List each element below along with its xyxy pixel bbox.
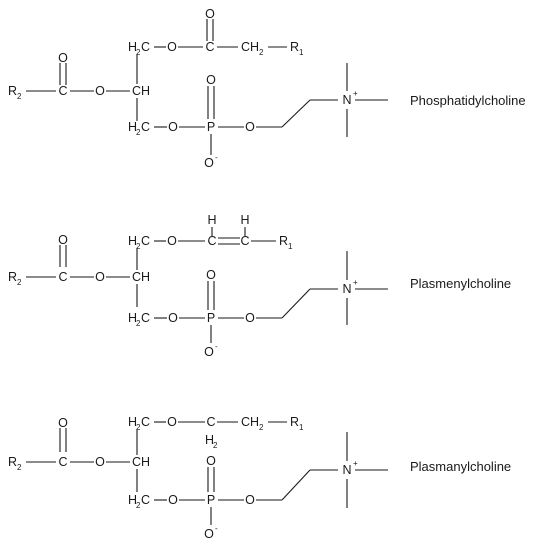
- atom-charge: -: [215, 342, 218, 351]
- atom-h: H: [128, 40, 137, 54]
- atom-r: R: [8, 84, 17, 98]
- atom-charge: +: [353, 278, 358, 287]
- atom-h: H: [128, 311, 137, 325]
- atom-c: C: [240, 234, 249, 248]
- atom-c: C: [58, 84, 67, 98]
- atom-charge: -: [215, 524, 218, 533]
- compound-name: Phosphatidylcholine: [410, 93, 526, 108]
- atom-c: C: [141, 40, 150, 54]
- atom-sub: 2: [136, 423, 141, 432]
- atom-o: O: [168, 311, 178, 325]
- atom-r: R: [8, 270, 17, 284]
- atom-charge: +: [353, 459, 358, 468]
- atom-sub: 1: [288, 242, 293, 251]
- atom-h: H: [205, 433, 214, 447]
- atom-ch: CH: [241, 415, 259, 429]
- bonds: [26, 227, 388, 343]
- bonds: [26, 421, 388, 525]
- atom-c: C: [141, 120, 150, 134]
- structure-plasmanylcholine: H 2 C O C CH 2 R 1 H 2 O R 2 C O CH O H …: [8, 415, 511, 541]
- atom-o: O: [58, 416, 68, 430]
- atom-charge: +: [353, 89, 358, 98]
- atom-p: P: [207, 120, 215, 134]
- atom-o: O: [168, 120, 178, 134]
- atom-sub: 2: [136, 319, 141, 328]
- atom-c: C: [141, 311, 150, 325]
- atom-n: N: [342, 282, 351, 296]
- atom-sub: 2: [136, 48, 141, 57]
- atom-ch: CH: [132, 455, 150, 469]
- atom-c: C: [141, 415, 150, 429]
- atom-o: O: [204, 527, 214, 541]
- atom-p: P: [207, 493, 215, 507]
- atom-sub: 2: [17, 92, 22, 101]
- atom-sub: 2: [136, 242, 141, 251]
- atom-labels: H 2 C O C CH 2 R 1 H 2 O R 2 C O CH O H …: [8, 415, 358, 541]
- atom-sub: 2: [136, 128, 141, 137]
- atom-o: O: [206, 268, 216, 282]
- atom-o: O: [206, 73, 216, 87]
- atom-o: O: [58, 233, 68, 247]
- atom-sub: 2: [17, 278, 22, 287]
- structure-plasmenylcholine: H H H 2 C O C C R 1 O R 2 C O CH O H 2 C…: [8, 213, 511, 359]
- atom-o: O: [204, 345, 214, 359]
- atom-ch: CH: [132, 84, 150, 98]
- atom-c: C: [58, 270, 67, 284]
- compound-name: Plasmanylcholine: [410, 459, 511, 474]
- atom-sub: 2: [17, 463, 22, 472]
- atom-labels: H H H 2 C O C C R 1 O R 2 C O CH O H 2 C…: [8, 213, 358, 359]
- atom-n: N: [342, 93, 351, 107]
- atom-o: O: [95, 270, 105, 284]
- atom-h: H: [128, 120, 137, 134]
- atom-sub: 2: [259, 48, 264, 57]
- atom-r: R: [290, 415, 299, 429]
- compound-name: Plasmenylcholine: [410, 276, 511, 291]
- bonds: [26, 19, 388, 155]
- atom-o: O: [245, 493, 255, 507]
- atom-sub: 1: [299, 48, 304, 57]
- atom-c: C: [207, 234, 216, 248]
- atom-h: H: [207, 213, 216, 227]
- atom-c: C: [205, 40, 214, 54]
- atom-r: R: [290, 40, 299, 54]
- atom-o: O: [245, 311, 255, 325]
- structure-phosphatidylcholine: O H 2 C O C CH 2 R 1 O R 2 C O CH O H 2 …: [8, 7, 526, 170]
- atom-h: H: [128, 415, 137, 429]
- atom-o: O: [168, 493, 178, 507]
- atom-c: C: [141, 493, 150, 507]
- atom-o: O: [245, 120, 255, 134]
- atom-o: O: [204, 156, 214, 170]
- atom-sub: 1: [299, 423, 304, 432]
- atom-h: H: [128, 493, 137, 507]
- atom-ch: CH: [132, 270, 150, 284]
- atom-c: C: [58, 455, 67, 469]
- atom-c: C: [141, 234, 150, 248]
- atom-r: R: [8, 455, 17, 469]
- atom-ch: CH: [241, 40, 259, 54]
- atom-sub: 2: [259, 423, 264, 432]
- atom-n: N: [342, 463, 351, 477]
- atom-r: R: [279, 234, 288, 248]
- atom-o: O: [206, 454, 216, 468]
- atom-c: C: [206, 415, 215, 429]
- atom-sub: 2: [213, 441, 218, 450]
- atom-h: H: [240, 213, 249, 227]
- atom-p: P: [207, 311, 215, 325]
- atom-labels: O H 2 C O C CH 2 R 1 O R 2 C O CH O H 2 …: [8, 7, 358, 170]
- atom-sub: 2: [136, 501, 141, 510]
- atom-charge: -: [215, 153, 218, 162]
- atom-o: O: [95, 455, 105, 469]
- atom-o: O: [167, 415, 177, 429]
- atom-o: O: [205, 7, 215, 21]
- atom-o: O: [58, 51, 68, 65]
- atom-o: O: [167, 40, 177, 54]
- atom-o: O: [95, 84, 105, 98]
- atom-o: O: [167, 234, 177, 248]
- atom-h: H: [128, 234, 137, 248]
